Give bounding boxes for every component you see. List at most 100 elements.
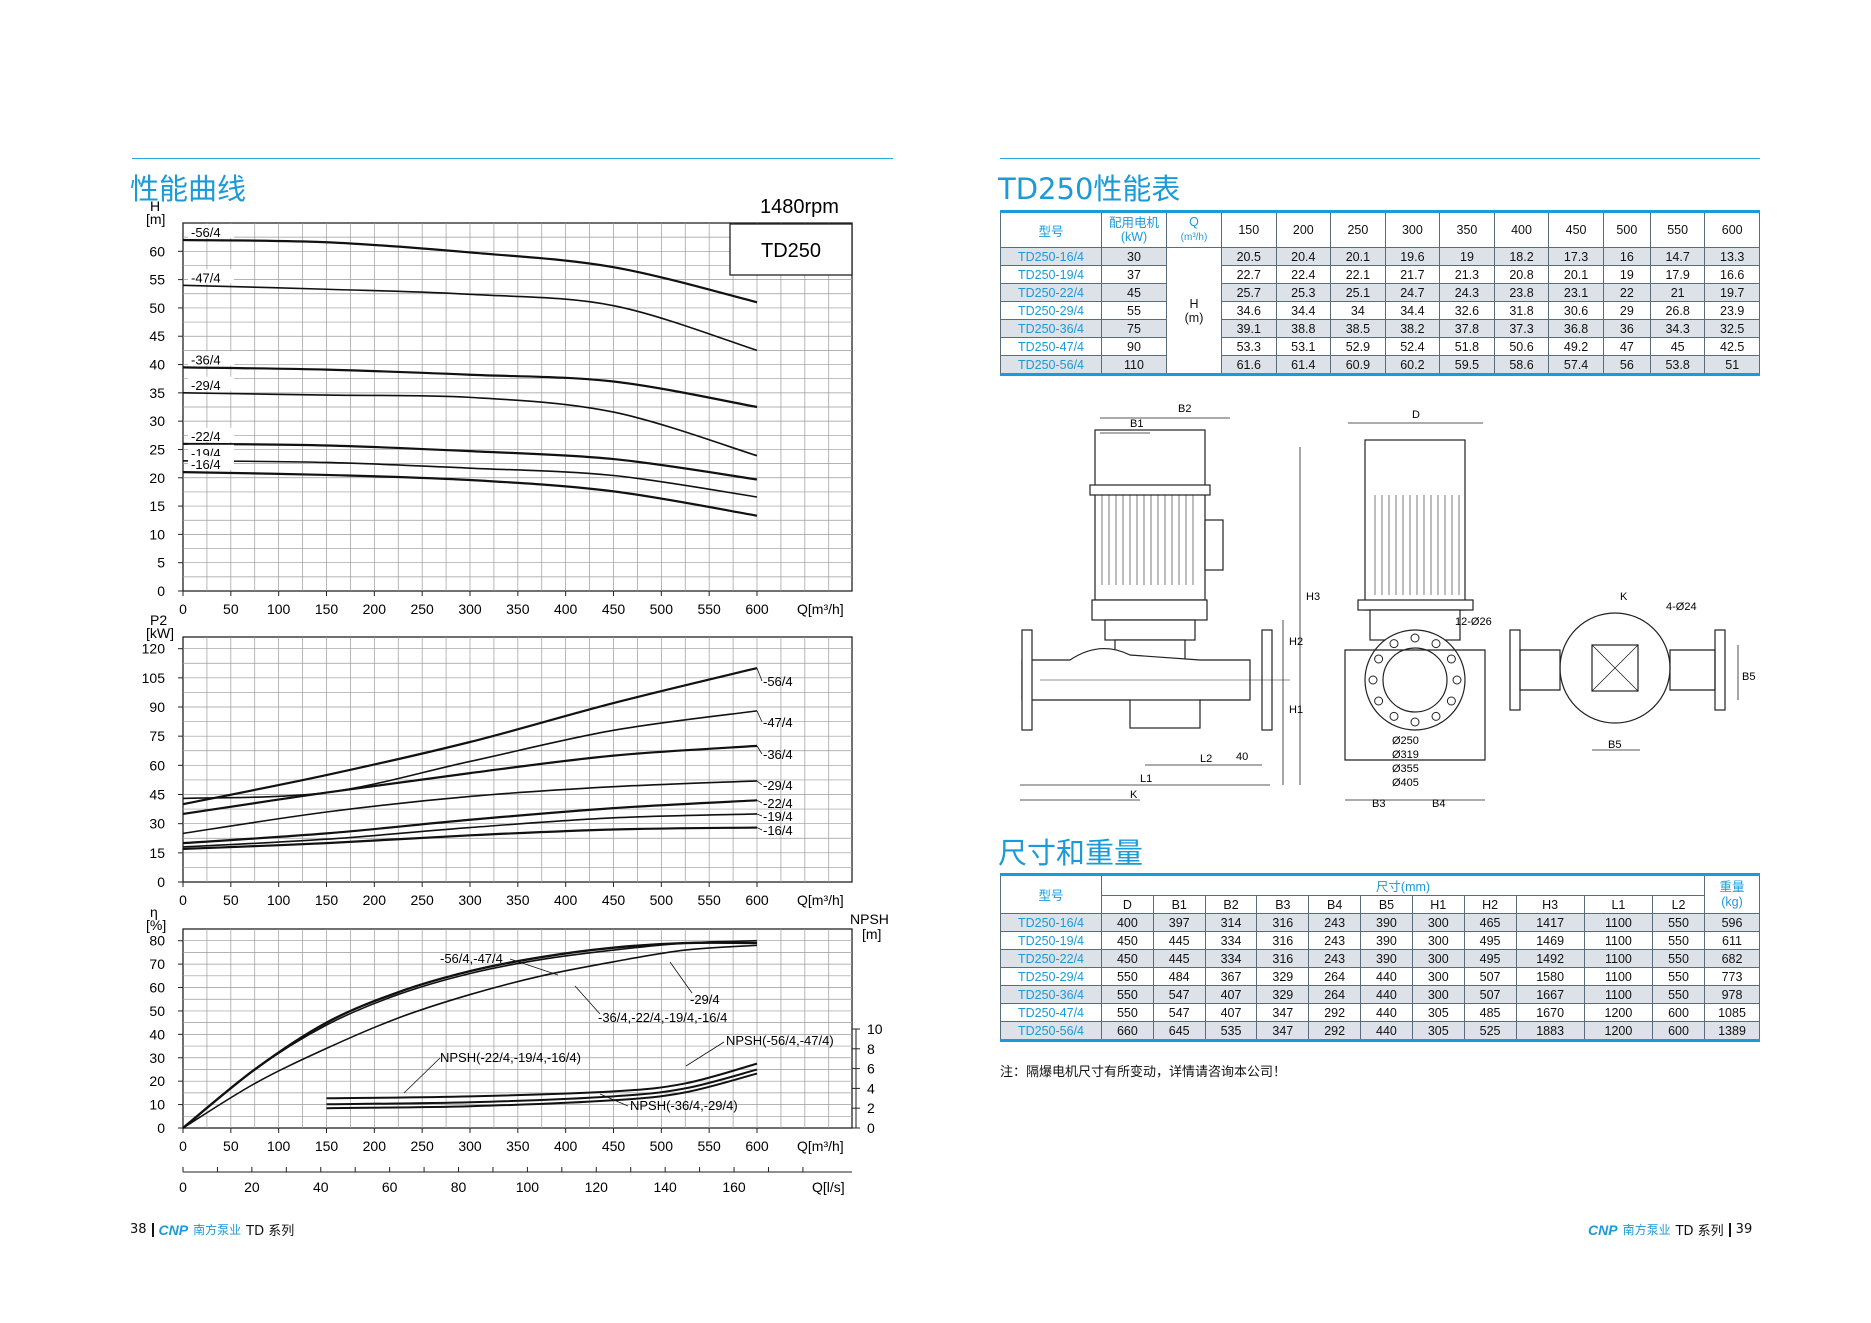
npsh-axis-unit: [m]	[862, 926, 881, 942]
bolt-hole	[1374, 654, 1384, 664]
perf-header-motor: 配用电机(kW)	[1101, 211, 1167, 248]
power-curve-label: -16/4	[763, 823, 793, 838]
head-y-unit: [m]	[146, 211, 165, 227]
head-value-cell: 31.8	[1493, 301, 1550, 320]
head-label-bg	[188, 444, 234, 459]
dim-value-cell: 507	[1463, 967, 1517, 986]
perf-header-flow: 500	[1602, 211, 1651, 248]
npsh-tick: 0	[867, 1120, 875, 1136]
npsh-axis-label: NPSH	[850, 911, 889, 927]
model-cell: TD250-47/4	[1000, 337, 1102, 356]
dim-value-cell: 367	[1204, 967, 1258, 986]
head-value-cell: 19	[1602, 265, 1651, 284]
eff-x-tick: 450	[602, 1138, 626, 1154]
model-cell: TD250-22/4	[1000, 949, 1102, 968]
head-value-cell: 37.8	[1439, 319, 1495, 338]
power-x-tick: 100	[267, 892, 291, 908]
eff-x-tick: 150	[315, 1138, 339, 1154]
weight-cell: 773	[1704, 967, 1760, 986]
eff-y-tick: 30	[149, 1050, 165, 1066]
bolt-hole	[1446, 654, 1456, 664]
dim-value-cell: 407	[1204, 985, 1258, 1004]
head-value-cell: 23.1	[1548, 283, 1604, 302]
ls-label: Q[l/s]	[812, 1179, 845, 1195]
brand-name: 南方泵业	[193, 1223, 242, 1237]
label-h2: H2	[1289, 636, 1303, 648]
front-motor	[1364, 439, 1466, 611]
label-b3: B3	[1372, 798, 1385, 810]
top-inlet	[1509, 629, 1521, 711]
head-value-cell: 20.4	[1275, 247, 1332, 266]
head-value-cell: 18.2	[1493, 247, 1550, 266]
model-box	[729, 223, 853, 276]
head-value-cell: 50.6	[1493, 337, 1550, 356]
head-label-bg	[188, 223, 234, 238]
head-y-tick: 5	[157, 555, 165, 571]
head-label-bg	[188, 456, 234, 471]
dim-value-cell: 1100	[1583, 931, 1654, 950]
power-x-tick: 0	[179, 892, 187, 908]
power-x-tick: 600	[745, 892, 769, 908]
front-casing	[1344, 649, 1486, 761]
ls-tick: 100	[516, 1179, 540, 1195]
eff-x-tick: 250	[410, 1138, 434, 1154]
dim-header-dims: 尺寸(mm)	[1101, 874, 1705, 896]
head-curve--29/4	[182, 392, 758, 457]
left-footer: 38 CNP 南方泵业 TD 系列	[130, 1220, 294, 1240]
dim-value-cell: 440	[1360, 967, 1413, 986]
top-cross	[1591, 644, 1639, 692]
dim-value-cell: 1100	[1583, 913, 1654, 932]
head-value-cell: 20.8	[1493, 265, 1550, 284]
dim-value-cell: 550	[1101, 967, 1154, 986]
dim-value-cell: 550	[1652, 913, 1705, 932]
dim-value-cell: 407	[1204, 1003, 1258, 1022]
brand-logo: CNP	[158, 1221, 189, 1238]
npsh-leader	[685, 1041, 725, 1067]
power-x-tick: 50	[223, 892, 239, 908]
right-section-rule	[1000, 158, 1760, 159]
ls-tick: 120	[585, 1179, 609, 1195]
head-value-cell: 22.4	[1275, 265, 1332, 284]
head-value-cell: 16	[1602, 247, 1651, 266]
head-value-cell: 34.4	[1384, 301, 1441, 320]
eff-curve--36/4,-22/4,-19/4,-16/4	[182, 944, 758, 1129]
perf-header-flow: 200	[1275, 211, 1332, 248]
eff-leader	[574, 985, 601, 1015]
npsh-tick: 4	[867, 1080, 875, 1096]
npsh-curve	[326, 1062, 758, 1100]
dim-value-cell: 1100	[1583, 967, 1654, 986]
top-cross	[1591, 644, 1639, 692]
right-page-number: 39	[1735, 1222, 1753, 1237]
model-cell: TD250-56/4	[1000, 1021, 1102, 1041]
head-y-tick: 40	[149, 357, 165, 373]
dim-value-cell: 334	[1204, 931, 1258, 950]
dim-value-cell: 507	[1463, 985, 1517, 1004]
eff-y-tick: 0	[157, 1120, 165, 1136]
head-unit-cell: H(m)	[1166, 247, 1222, 375]
front-flange	[1357, 599, 1474, 611]
head-label-bg	[188, 376, 234, 391]
model-cell: TD250-47/4	[1000, 1003, 1102, 1022]
dim-value-cell: 547	[1152, 1003, 1206, 1022]
divider	[1728, 1222, 1731, 1237]
motor-cell: 75	[1101, 319, 1167, 338]
npsh-leader	[403, 1057, 441, 1094]
power-leader	[756, 799, 763, 804]
power-y-tick: 15	[149, 845, 165, 861]
label-k: K	[1130, 789, 1138, 801]
ls-tick: 140	[653, 1179, 677, 1195]
head-value-cell: 23.9	[1704, 301, 1760, 320]
dim-section-title: 尺寸和重量	[998, 836, 1144, 870]
model-cell: TD250-36/4	[1000, 319, 1102, 338]
head-x-tick: 50	[223, 601, 239, 617]
head-value-cell: 25.1	[1330, 283, 1386, 302]
head-x-tick: 200	[363, 601, 387, 617]
dim-value-cell: 1469	[1515, 931, 1585, 950]
head-value-cell: 47	[1602, 337, 1651, 356]
power-x-tick: 350	[506, 892, 530, 908]
bolt-hole	[1431, 711, 1441, 721]
head-value-cell: 20.1	[1548, 265, 1604, 284]
head-value-cell: 20.1	[1330, 247, 1386, 266]
head-y-tick: 55	[149, 272, 165, 288]
